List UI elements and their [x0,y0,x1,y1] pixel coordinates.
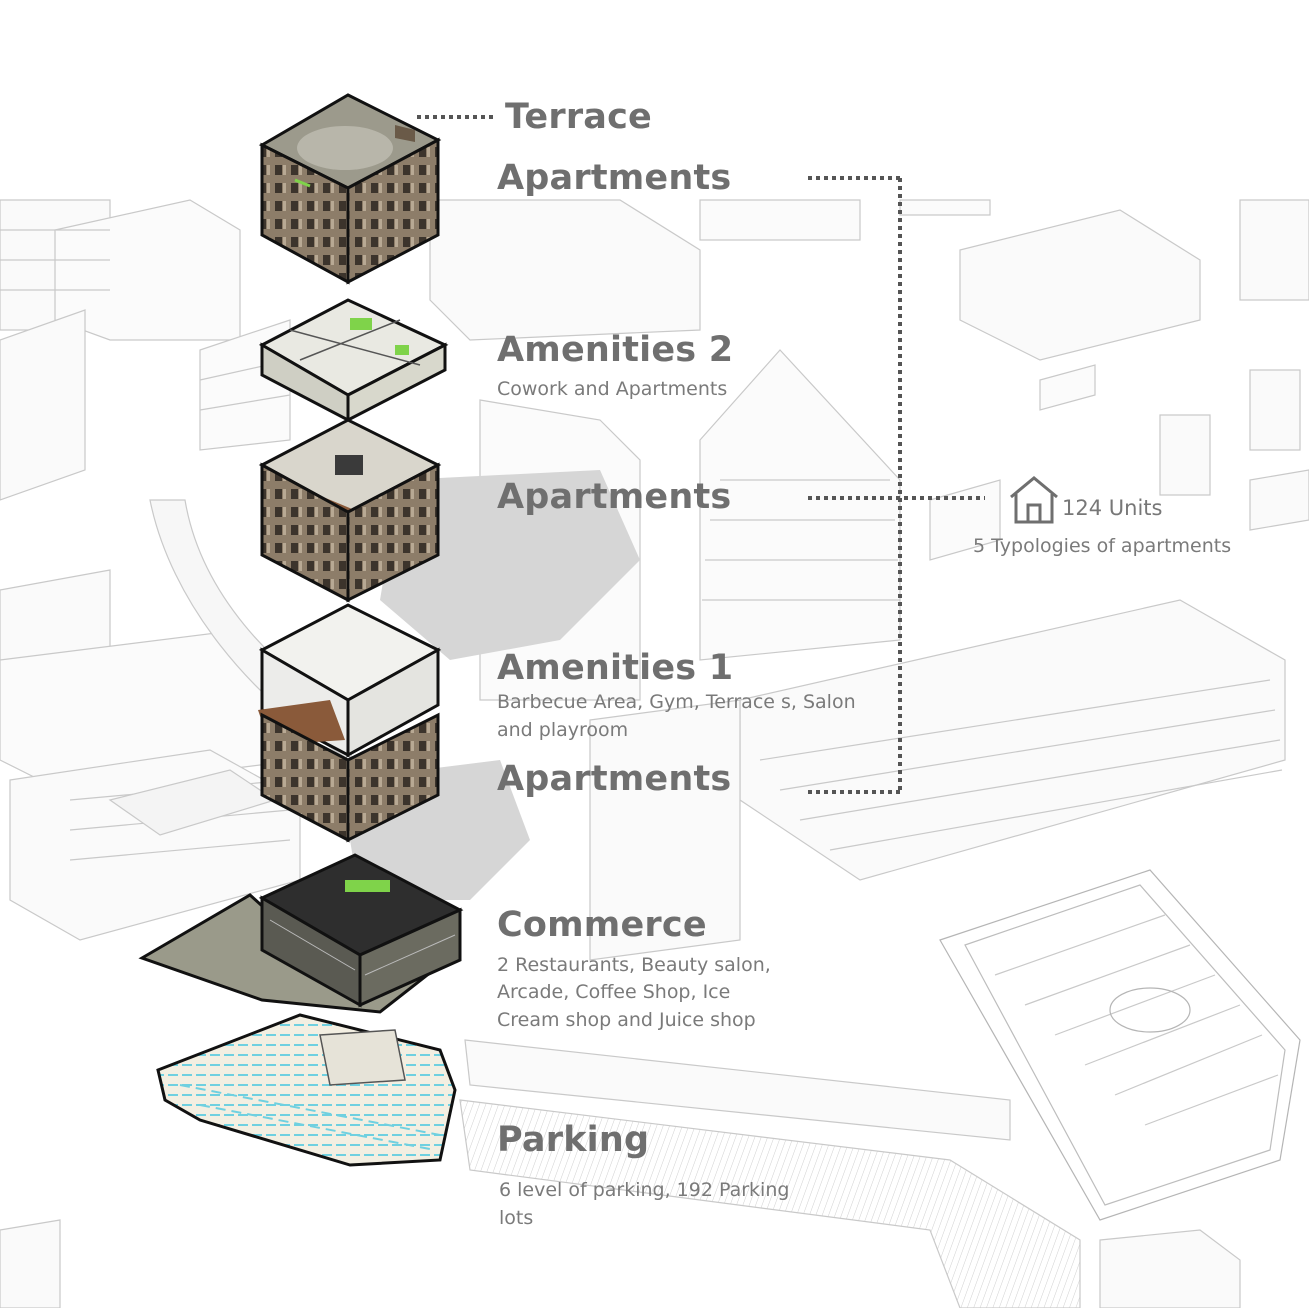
apartments-top-label: Apartments [497,158,732,198]
typologies-text: 5 Typologies of apartments [973,535,1232,557]
commerce-desc-line3: Cream shop and Juice shop [497,1009,756,1031]
commerce-desc-line2: Arcade, Coffee Shop, Ice [497,981,731,1003]
amenities-1-desc-line1: Barbecue Area, Gym, Terrace s, Salon [497,691,856,713]
amenities-1-desc-line2: and playroom [497,719,629,741]
terrace-label: Terrace [505,97,652,137]
parking-desc-line1: 6 level of parking, 192 Parking [499,1179,790,1201]
amenities-1-label: Amenities 1 [497,648,734,688]
apartments-mid-label: Apartments [497,477,732,517]
block-parking [156,1013,457,1167]
commerce-label: Commerce [497,905,707,945]
units-count: 124 Units [1062,496,1163,520]
block-commerce [138,853,464,1014]
parking-label: Parking [497,1120,650,1160]
apartments-low-label: Apartments [497,759,732,799]
amenities-2-label: Amenities 2 [497,330,734,370]
block-amenities-2 [258,298,449,423]
block-apartments-mid [258,418,442,603]
leader-lines [417,115,985,794]
commerce-desc-line1: 2 Restaurants, Beauty salon, [497,954,771,976]
amenities-2-desc: Cowork and Apartments [497,378,728,400]
house-icon [1010,476,1058,524]
block-terrace-apartments [258,93,442,285]
parking-desc-line2: lots [499,1207,534,1229]
block-amenities-1-apartments [258,603,442,843]
